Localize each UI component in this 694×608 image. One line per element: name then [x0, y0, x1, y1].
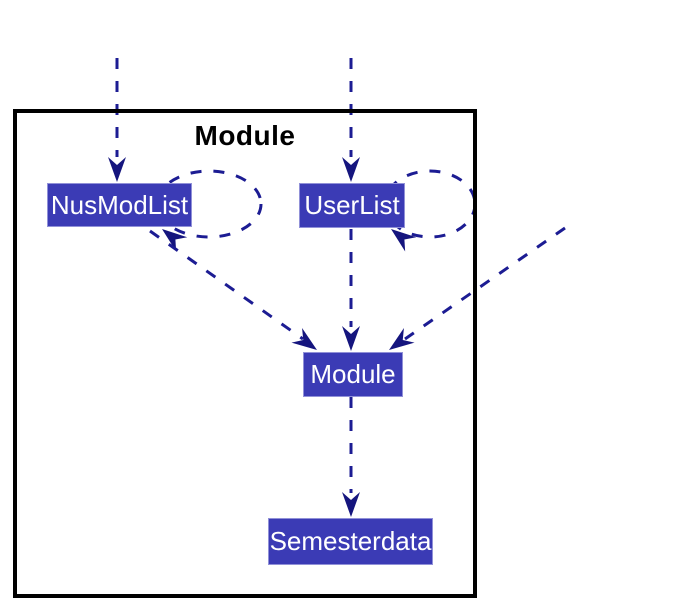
arrowhead-into-nusmodlist — [108, 157, 126, 182]
node-userlist: UserList — [299, 183, 405, 228]
arrowhead-nusmodlist-self-loop — [162, 229, 188, 252]
arrowhead-into-module-left — [291, 328, 317, 350]
module-cluster-frame: Module — [13, 109, 477, 598]
arrowhead-into-userlist — [342, 157, 360, 182]
edge-external-to-module — [404, 226, 566, 341]
node-nusmodlist: NusModList — [47, 183, 192, 227]
arrowhead-into-module-right — [389, 328, 415, 350]
edge-nusmodlist-to-module — [149, 229, 304, 341]
node-semesterdata: Semesterdata — [268, 518, 433, 565]
arrowhead-userlist-self-loop — [391, 229, 417, 252]
cluster-title: Module — [194, 120, 296, 151]
edge-nusmodlist-self-loop — [155, 169, 263, 239]
arrowhead-into-module-center — [342, 326, 360, 351]
node-module: Module — [303, 352, 403, 397]
arrowhead-into-semesterdata — [342, 492, 360, 517]
